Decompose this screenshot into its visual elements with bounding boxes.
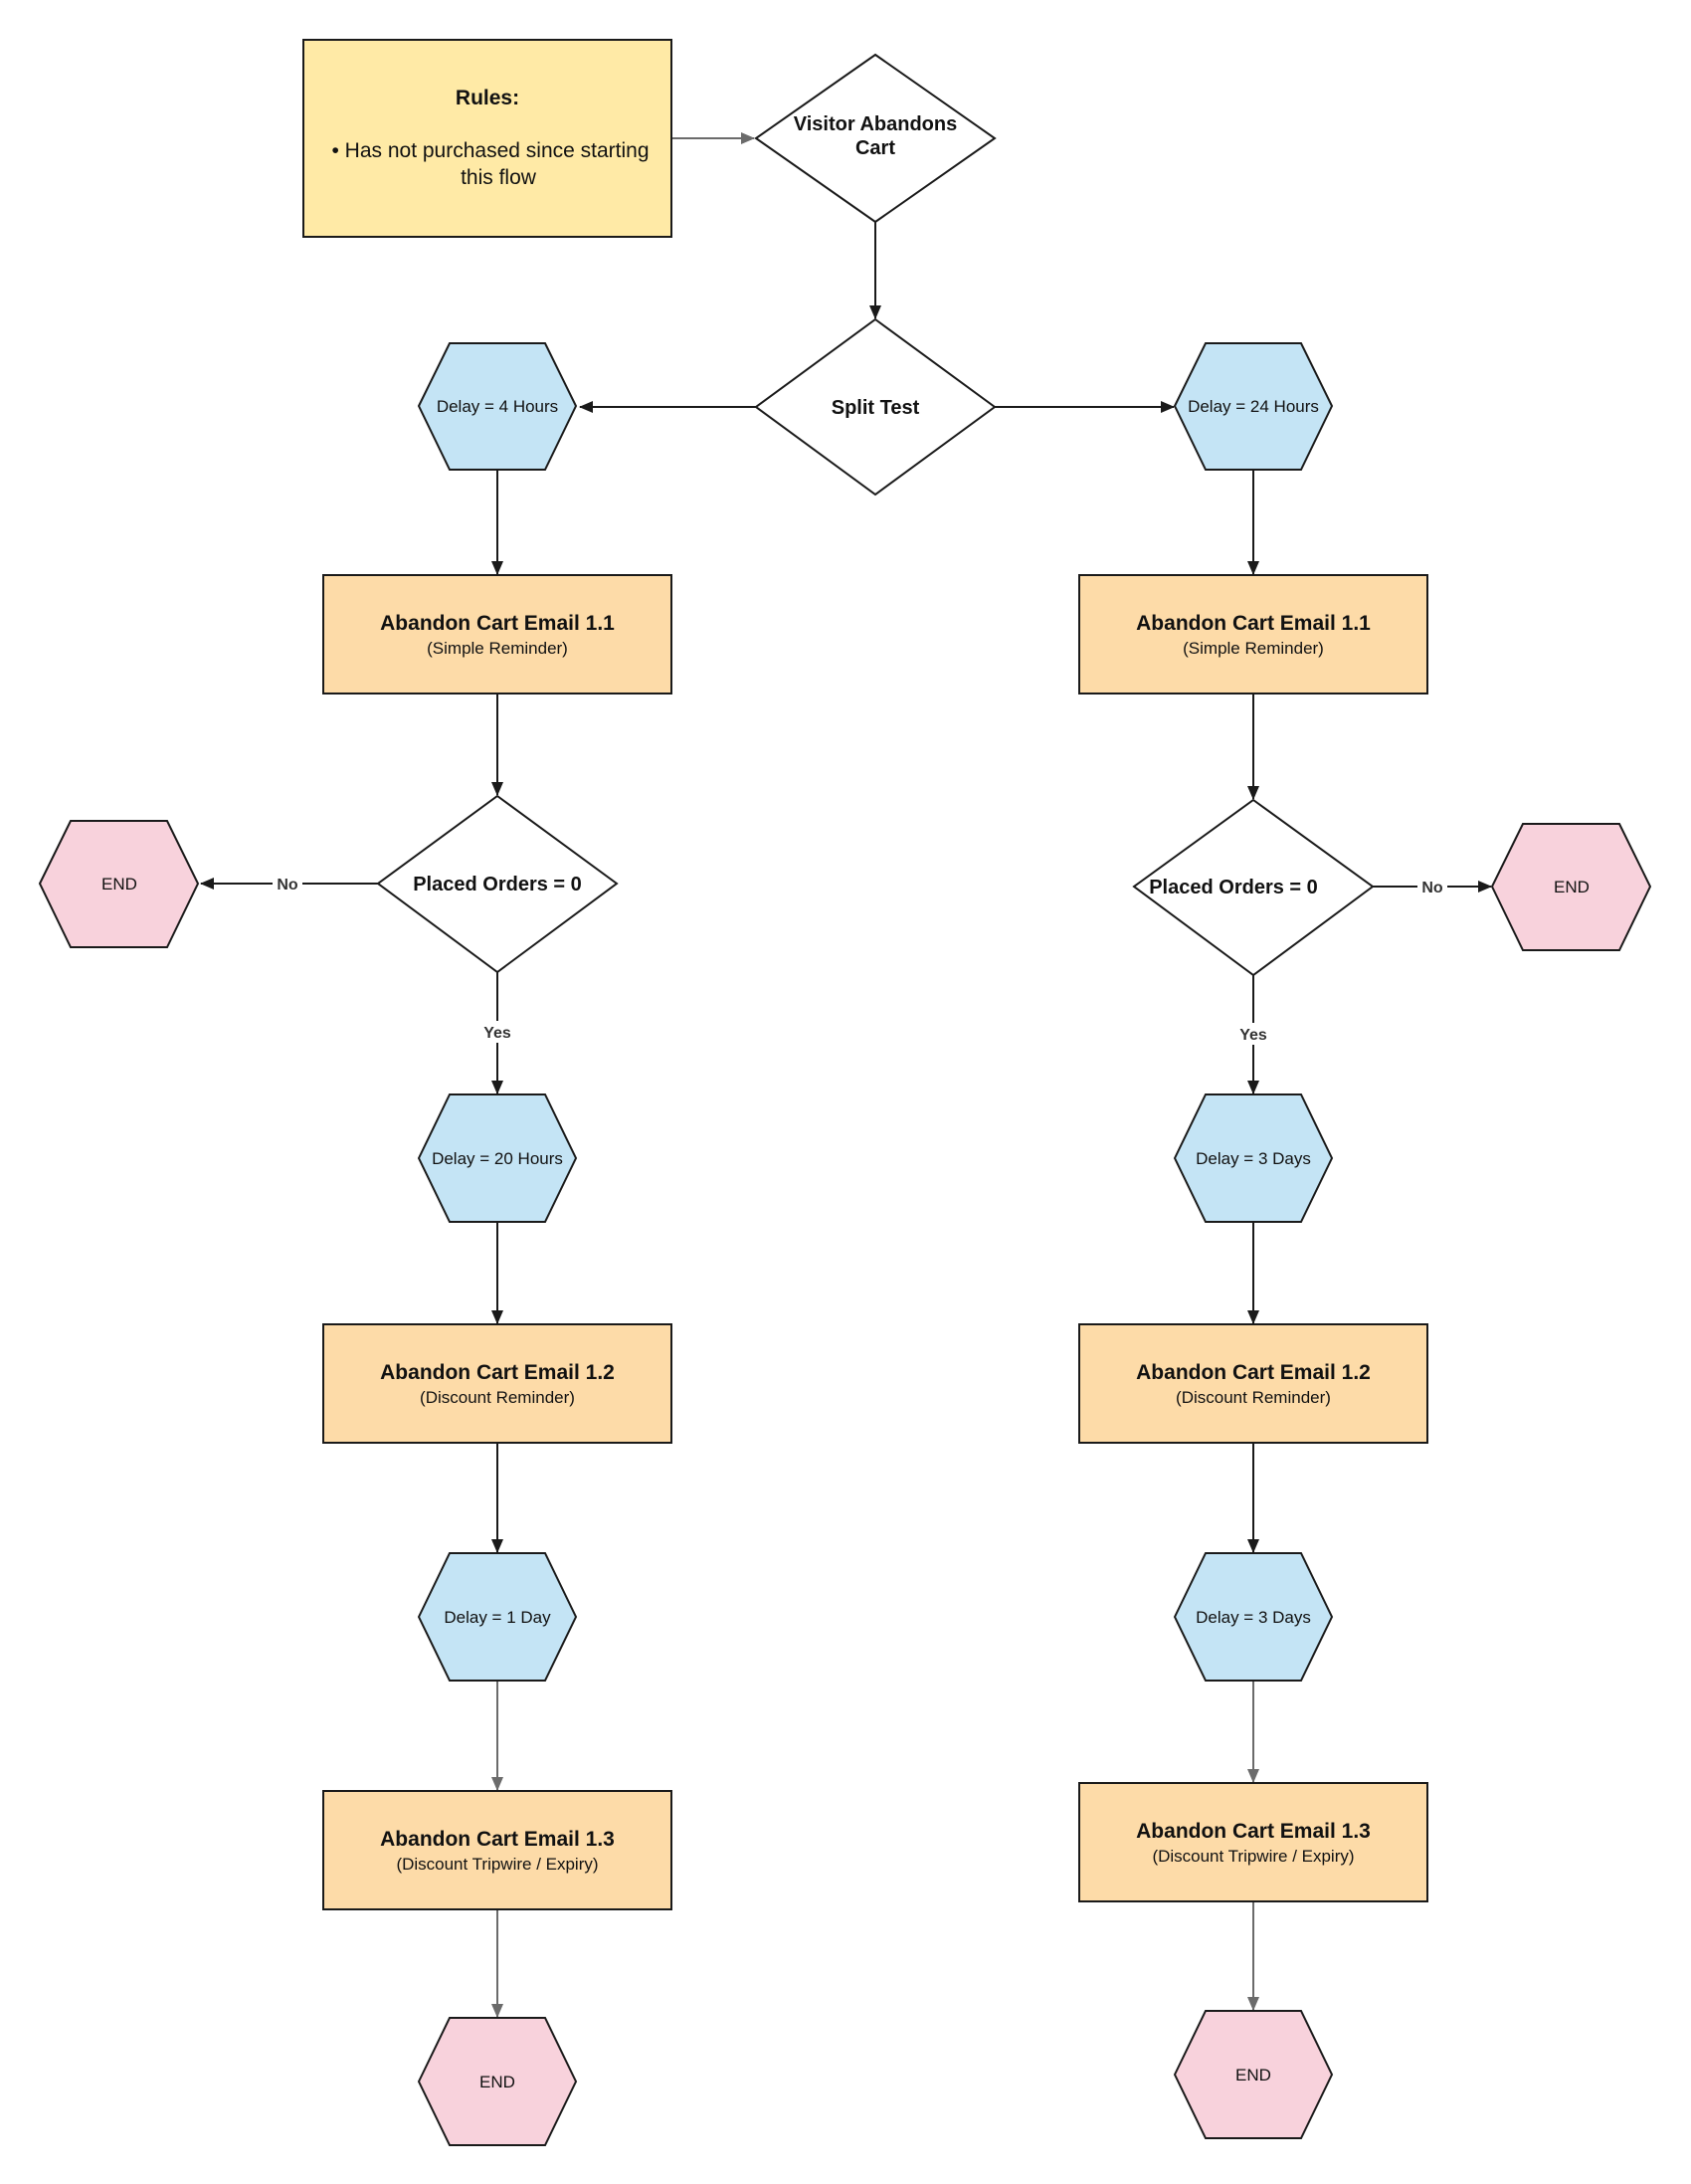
left-delay-1: Delay = 4 Hours [417,342,578,471]
left-email-1: Abandon Cart Email 1.1 (Simple Reminder) [322,574,672,695]
left-end-label: END [479,2073,515,2091]
decision-diamond [1132,798,1375,977]
right-end: END [1173,2010,1334,2139]
right-decision: Placed Orders = 0 [1132,798,1375,977]
delay-hexagon [417,342,578,471]
right-email-2: Abandon Cart Email 1.2 (Discount Reminde… [1078,1323,1428,1444]
edge-labels: No Yes No Yes [273,874,1447,1045]
left-email-3-subtitle: (Discount Tripwire / Expiry) [396,1855,598,1874]
start-label-line-2: Cart [855,137,895,159]
start-label-line-1: Visitor Abandons [794,113,957,135]
end-hexagon [1490,823,1652,951]
delay-hexagon [1173,1552,1334,1682]
right-email-2-title: Abandon Cart Email 1.2 [1136,1361,1371,1384]
rules-note-box [302,39,672,238]
split-test-label: Split Test [832,397,920,419]
email-box [322,574,672,695]
end-hexagon [417,2017,578,2146]
left-decision-label: Placed Orders = 0 [413,874,582,895]
rules-line-1: • Has not purchased since starting [331,139,649,162]
right-email-1-subtitle: (Simple Reminder) [1183,639,1324,658]
right-delay-3: Delay = 3 Days [1173,1552,1334,1682]
right-delay-3-label: Delay = 3 Days [1196,1608,1311,1627]
split-test-diamond: Split Test [754,317,997,496]
right-email-3: Abandon Cart Email 1.3 (Discount Tripwir… [1078,1782,1428,1902]
right-yes-label: Yes [1239,1027,1267,1044]
edges [200,132,1492,2018]
start-diamond: Visitor Abandons Cart [754,53,997,224]
left-no-label: No [277,877,298,893]
left-end: END [417,2017,578,2146]
email-box [1078,574,1428,695]
email-box [1078,1782,1428,1902]
rules-note: Rules: • Has not purchased since startin… [302,39,672,238]
right-email-1: Abandon Cart Email 1.1 (Simple Reminder) [1078,574,1428,695]
rules-title: Rules: [456,87,519,109]
left-end-no: END [38,820,200,948]
left-end-no-label: END [101,875,137,893]
delay-hexagon [417,1093,578,1223]
right-end-no: END [1490,823,1652,951]
left-email-1-subtitle: (Simple Reminder) [427,639,568,658]
split-test-shape [754,317,997,496]
right-email-3-subtitle: (Discount Tripwire / Expiry) [1152,1847,1354,1866]
left-email-2: Abandon Cart Email 1.2 (Discount Reminde… [322,1323,672,1444]
right-delay-1: Delay = 24 Hours [1173,342,1334,471]
delay-hexagon [1173,1093,1334,1223]
right-delay-2-label: Delay = 3 Days [1196,1149,1311,1168]
left-delay-2: Delay = 20 Hours [417,1093,578,1223]
left-email-3-title: Abandon Cart Email 1.3 [380,1828,615,1851]
right-email-1-title: Abandon Cart Email 1.1 [1136,612,1371,635]
right-end-label: END [1235,2066,1271,2085]
right-decision-label: Placed Orders = 0 [1149,877,1318,898]
left-email-3: Abandon Cart Email 1.3 (Discount Tripwir… [322,1790,672,1910]
decision-diamond [376,794,619,974]
delay-hexagon [417,1552,578,1682]
left-decision: Placed Orders = 0 [376,794,619,974]
left-delay-1-label: Delay = 4 Hours [437,397,558,416]
left-email-1-title: Abandon Cart Email 1.1 [380,612,615,635]
left-email-2-title: Abandon Cart Email 1.2 [380,1361,615,1384]
right-delay-1-label: Delay = 24 Hours [1188,397,1319,416]
delay-hexagon [1173,342,1334,471]
email-box [1078,1323,1428,1444]
rules-line-2: this flow [461,166,537,189]
right-email-2-subtitle: (Discount Reminder) [1176,1388,1331,1407]
right-end-no-label: END [1554,878,1590,896]
start-diamond-shape [754,53,997,224]
end-hexagon [1173,2010,1334,2139]
right-no-label: No [1421,880,1443,896]
left-yes-label: Yes [483,1025,511,1042]
end-hexagon [38,820,200,948]
email-box [322,1323,672,1444]
left-delay-3-label: Delay = 1 Day [444,1608,551,1627]
left-delay-3: Delay = 1 Day [417,1552,578,1682]
email-box [322,1790,672,1910]
left-delay-2-label: Delay = 20 Hours [432,1149,563,1168]
left-email-2-subtitle: (Discount Reminder) [420,1388,575,1407]
right-delay-2: Delay = 3 Days [1173,1093,1334,1223]
right-email-3-title: Abandon Cart Email 1.3 [1136,1820,1371,1843]
